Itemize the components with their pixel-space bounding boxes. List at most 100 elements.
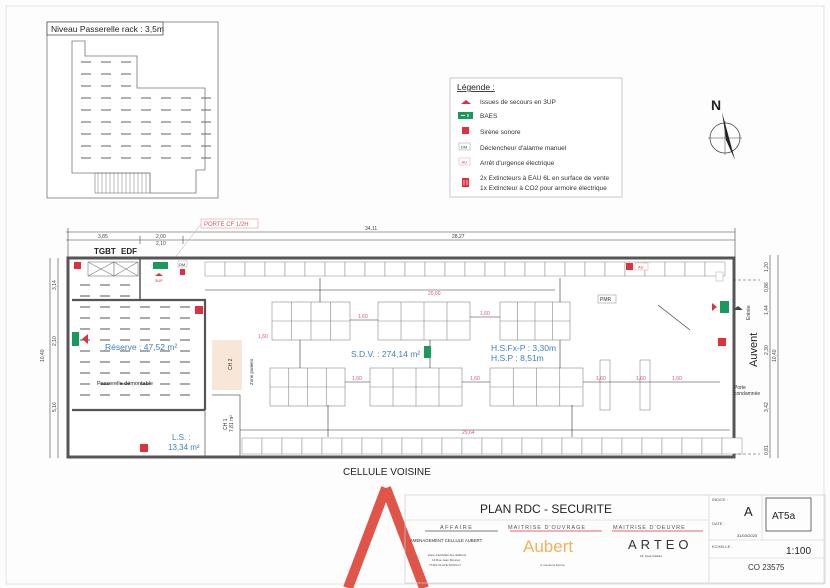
sdv-area-label: S.D.V. : 274,14 m² [351,349,420,359]
shelf-unit [261,437,283,455]
date-value: 31/03/2023 [737,533,758,538]
baes-icon [458,112,473,119]
dim-label: 0,81 [764,445,770,455]
left-dimensions [49,258,59,458]
emergency-exit-icon [712,303,717,311]
emergency-exit-icon [82,334,88,344]
shelf-unit [584,261,606,277]
shelf-unit [721,437,743,455]
mo-address: 4, rue de la Ferme [540,563,565,567]
dim-label: 1,60 [596,376,606,382]
aubert-logo: Aubert [523,537,573,556]
siren-icon [140,444,148,452]
shelf-unit [661,437,683,455]
extinguisher-icon [180,269,185,275]
shelf-unit [521,437,543,455]
tgbt-edf-cabinets [87,261,139,277]
dim-label: 2,10 [156,241,166,247]
entrance-arrow-icon [733,306,743,310]
emergency-stop-icon: AU [458,157,471,166]
svg-text:PORTE CF 1/2H: PORTE CF 1/2H [204,222,249,228]
shelf-unit [361,437,383,455]
shelf-unit [581,437,603,455]
dim-label: 5,16 [52,402,58,412]
siren-icon [195,306,203,314]
tgbt-label: TGBT [94,247,116,256]
ch1-label: CH 1 [223,418,229,430]
echelle-value: 1:100 [786,546,811,557]
plan-title: PLAN RDC - SECURITE [480,502,612,516]
legend-label: 2x Extincteurs à EAU 6L en surface de ve… [480,175,609,182]
ch1-area: 7,81 m² [229,415,235,432]
shelf-unit [484,261,506,277]
building-walls [66,256,736,459]
auvent-label: Auvent [748,333,760,367]
shelf-unit [424,261,446,277]
shelf-unit [321,437,343,455]
shelf-unit [441,437,463,455]
legend-label: Sirène sonore [480,129,521,136]
shelf-unit [604,261,626,277]
dim-label: 2,00 [156,234,166,240]
dim-label: 10,40 [40,349,46,362]
dim-label: 1,60 [672,376,682,382]
manual-alarm-icon: DM [458,142,471,151]
legend-label: 1x Extincteur à CO2 pour armoire électri… [480,185,607,192]
porte-condamnee-label: condamnée [734,391,760,397]
shelf-unit [481,437,503,455]
entree-label: Entrée [746,305,752,320]
shelf-unit [464,261,486,277]
shelf-unit [244,261,266,277]
extinguisher-icon [626,263,633,270]
extinguisher-icon [74,262,81,269]
edf-label: EDF [121,247,137,256]
reserve-racks [80,284,190,396]
porte-condamnee-label: Porte [734,385,746,391]
aisle-dimensions [205,278,730,437]
shelf-unit [444,261,466,277]
baes-icon [153,262,168,269]
shelf-unit [561,437,583,455]
shelf-unit [621,437,643,455]
shelf-unit [224,261,246,277]
hsfxp-label: H.S.Fx-P : 3,30m [491,343,556,353]
shelf-unit [641,437,663,455]
dim-label: 1,20 [764,262,770,272]
legend-label: Arrêt d'urgence électrique [480,160,555,167]
shelf-unit [461,437,483,455]
shelf-unit [381,437,403,455]
indice-value: A [744,504,753,519]
legend-label: Issues de secours en 3UP [480,99,556,106]
svg-text:AU: AU [462,160,468,165]
siren-icon [718,338,726,346]
legend-title: Légende : [457,82,495,92]
affaire-label: AFFAIRE [440,525,473,531]
indice-label: INDICE : [712,497,728,502]
dim-label: 10,40 [772,349,778,362]
shelf-unit [264,261,286,277]
dim-label: 0,86 [764,282,770,292]
shelf-unit [601,437,623,455]
dim-label: 34,11 [365,226,377,232]
shelf-unit [284,261,306,277]
shelf-unit [384,261,406,277]
legend-label: Déclencheur d'alarme manuel [480,145,567,152]
echelle-label: ECHELLE : [712,544,732,549]
shelf-unit [664,261,686,277]
shelf-unit [404,261,426,277]
shelf-unit [524,261,546,277]
top-dimensions [66,228,736,260]
shelf-unit [324,261,346,277]
inset-passerelle: Niveau Passerelle rack : 3,5m [46,21,219,199]
shelf-unit [564,261,586,277]
dim-label: 28,27 [452,234,465,240]
cellule-voisine-label: CELLULE VOISINE [343,467,431,478]
title-block [343,486,826,588]
siren-icon [462,127,469,134]
dim-label: 1,60 [258,334,268,340]
inset-title: Niveau Passerelle rack : 3,5m [51,24,164,34]
dim-label: 3,14 [52,280,58,290]
shelf-unit [401,437,423,455]
project-ref: CO 23575 [748,563,785,572]
